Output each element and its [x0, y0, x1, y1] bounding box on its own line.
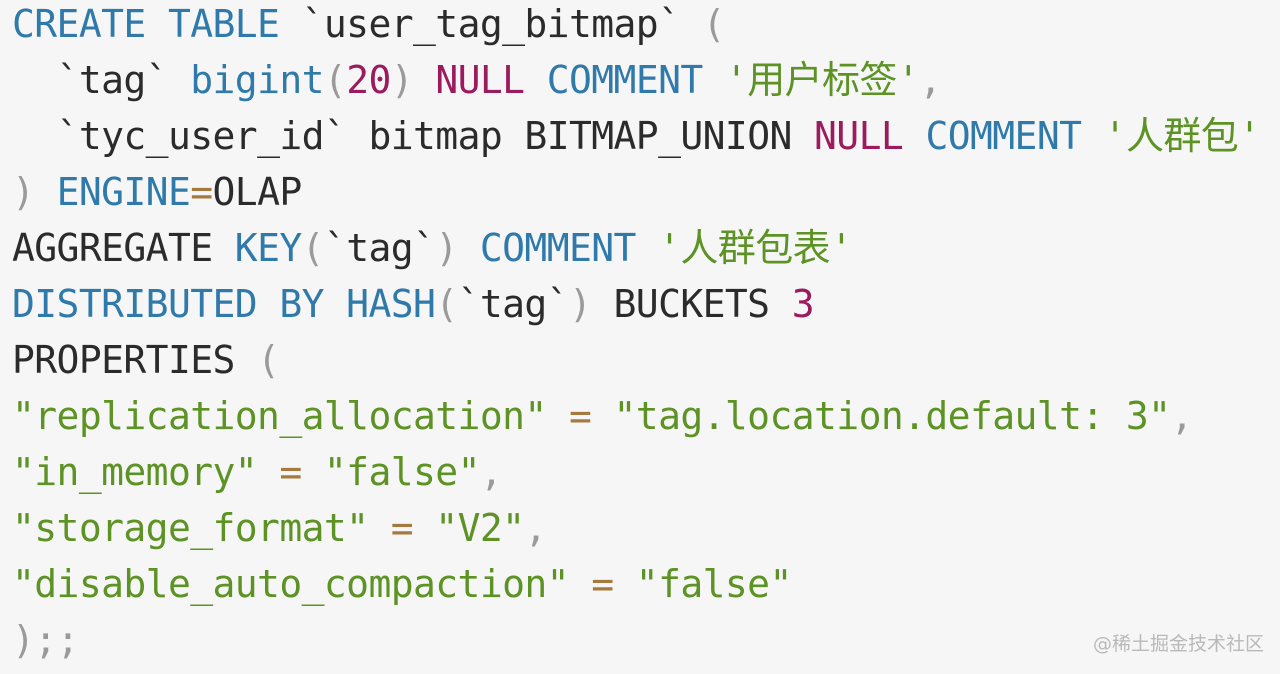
- equals-operator: =: [190, 170, 213, 214]
- code-line-5: AGGREGATE KEY(`tag`) COMMENT '人群包表': [12, 220, 853, 276]
- code-block: CREATE TABLE `user_tag_bitmap` ( `tag` b…: [12, 0, 1280, 674]
- property-value: "tag.location.default: 3": [613, 394, 1172, 438]
- watermark: @稀土掘金技术社区: [1092, 633, 1264, 655]
- property-value: "false": [323, 450, 481, 494]
- property-key: "disable_auto_compaction": [12, 562, 570, 606]
- comment-string: '人群包': [1103, 114, 1261, 158]
- code-line-2: `tag` bigint(20) NULL COMMENT '用户标签',: [12, 52, 942, 108]
- keyword-null: NULL: [435, 58, 525, 102]
- hash-column: `tag`: [457, 282, 570, 326]
- comma: ,: [1170, 394, 1193, 438]
- property-key: "storage_format": [12, 506, 369, 550]
- comma: ,: [919, 58, 942, 102]
- keyword-properties: PROPERTIES: [12, 338, 235, 382]
- column-name: `tyc_user_id`: [56, 114, 347, 158]
- close-paren: ): [435, 226, 458, 270]
- key-column: `tag`: [323, 226, 436, 270]
- column-type: bigint: [190, 58, 324, 102]
- code-line-9: "in_memory" = "false",: [12, 444, 503, 500]
- close-paren: ): [390, 58, 414, 102]
- comma: ,: [524, 506, 547, 550]
- comment-string: '人群包表': [658, 226, 853, 270]
- keyword-key: KEY: [234, 226, 302, 270]
- property-value: "false": [635, 562, 793, 606]
- code-line-10: "storage_format" = "V2",: [12, 500, 547, 556]
- keyword-buckets: BUCKETS: [613, 282, 771, 326]
- open-paren: (: [301, 226, 325, 270]
- keyword-distributed-by-hash: DISTRIBUTED BY HASH: [12, 282, 436, 326]
- keyword-comment: COMMENT: [479, 226, 637, 270]
- open-paren: (: [435, 282, 458, 326]
- code-line-11: "disable_auto_compaction" = "false": [12, 556, 792, 612]
- property-key: "replication_allocation": [12, 394, 547, 438]
- equals-operator: =: [390, 506, 414, 550]
- keyword-aggregate: AGGREGATE: [12, 226, 213, 270]
- keyword-engine: ENGINE: [56, 170, 191, 214]
- column-type: bitmap BITMAP_UNION: [368, 114, 792, 158]
- code-line-4: ) ENGINE=OLAP: [12, 164, 302, 220]
- equals-operator: =: [279, 450, 302, 494]
- property-key: "in_memory": [12, 450, 258, 494]
- comma: ,: [479, 450, 503, 494]
- statement-end: );;: [12, 618, 79, 662]
- code-line-8: "replication_allocation" = "tag.location…: [12, 388, 1193, 444]
- equals-operator: =: [591, 562, 614, 606]
- bucket-count: 3: [791, 282, 815, 326]
- property-value: "V2": [435, 506, 525, 550]
- code-line-12: );;: [12, 612, 79, 668]
- open-paren: (: [702, 2, 726, 46]
- open-paren: (: [257, 338, 280, 382]
- close-paren: ): [12, 170, 35, 214]
- code-line-6: DISTRIBUTED BY HASH(`tag`) BUCKETS 3: [12, 276, 815, 332]
- column-name: `tag`: [56, 58, 169, 102]
- keyword-null: NULL: [814, 114, 904, 158]
- code-line-7: PROPERTIES (: [12, 332, 280, 388]
- open-paren: (: [323, 58, 347, 102]
- code-line-1: CREATE TABLE `user_tag_bitmap` (: [12, 0, 726, 52]
- equals-operator: =: [568, 394, 592, 438]
- engine-value: OLAP: [212, 170, 303, 214]
- comment-string: '用户标签': [724, 58, 920, 102]
- keyword-comment: COMMENT: [925, 114, 1082, 158]
- table-name: `user_tag_bitmap`: [301, 2, 681, 46]
- keyword-comment: COMMENT: [546, 58, 704, 102]
- keyword-create-table: CREATE TABLE: [12, 2, 280, 46]
- close-paren: ): [568, 282, 592, 326]
- code-line-3: `tyc_user_id` bitmap BITMAP_UNION NULL C…: [12, 108, 1261, 164]
- type-length: 20: [346, 58, 391, 102]
